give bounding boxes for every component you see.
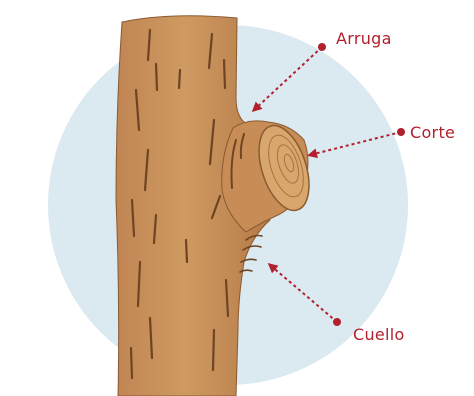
cuello-label: Cuello: [353, 325, 405, 344]
cuello-dot: [333, 318, 341, 326]
arruga-dot: [318, 43, 326, 51]
corte-dot: [397, 128, 405, 136]
corte-label: Corte: [410, 123, 455, 142]
arruga-label: Arruga: [336, 29, 392, 48]
